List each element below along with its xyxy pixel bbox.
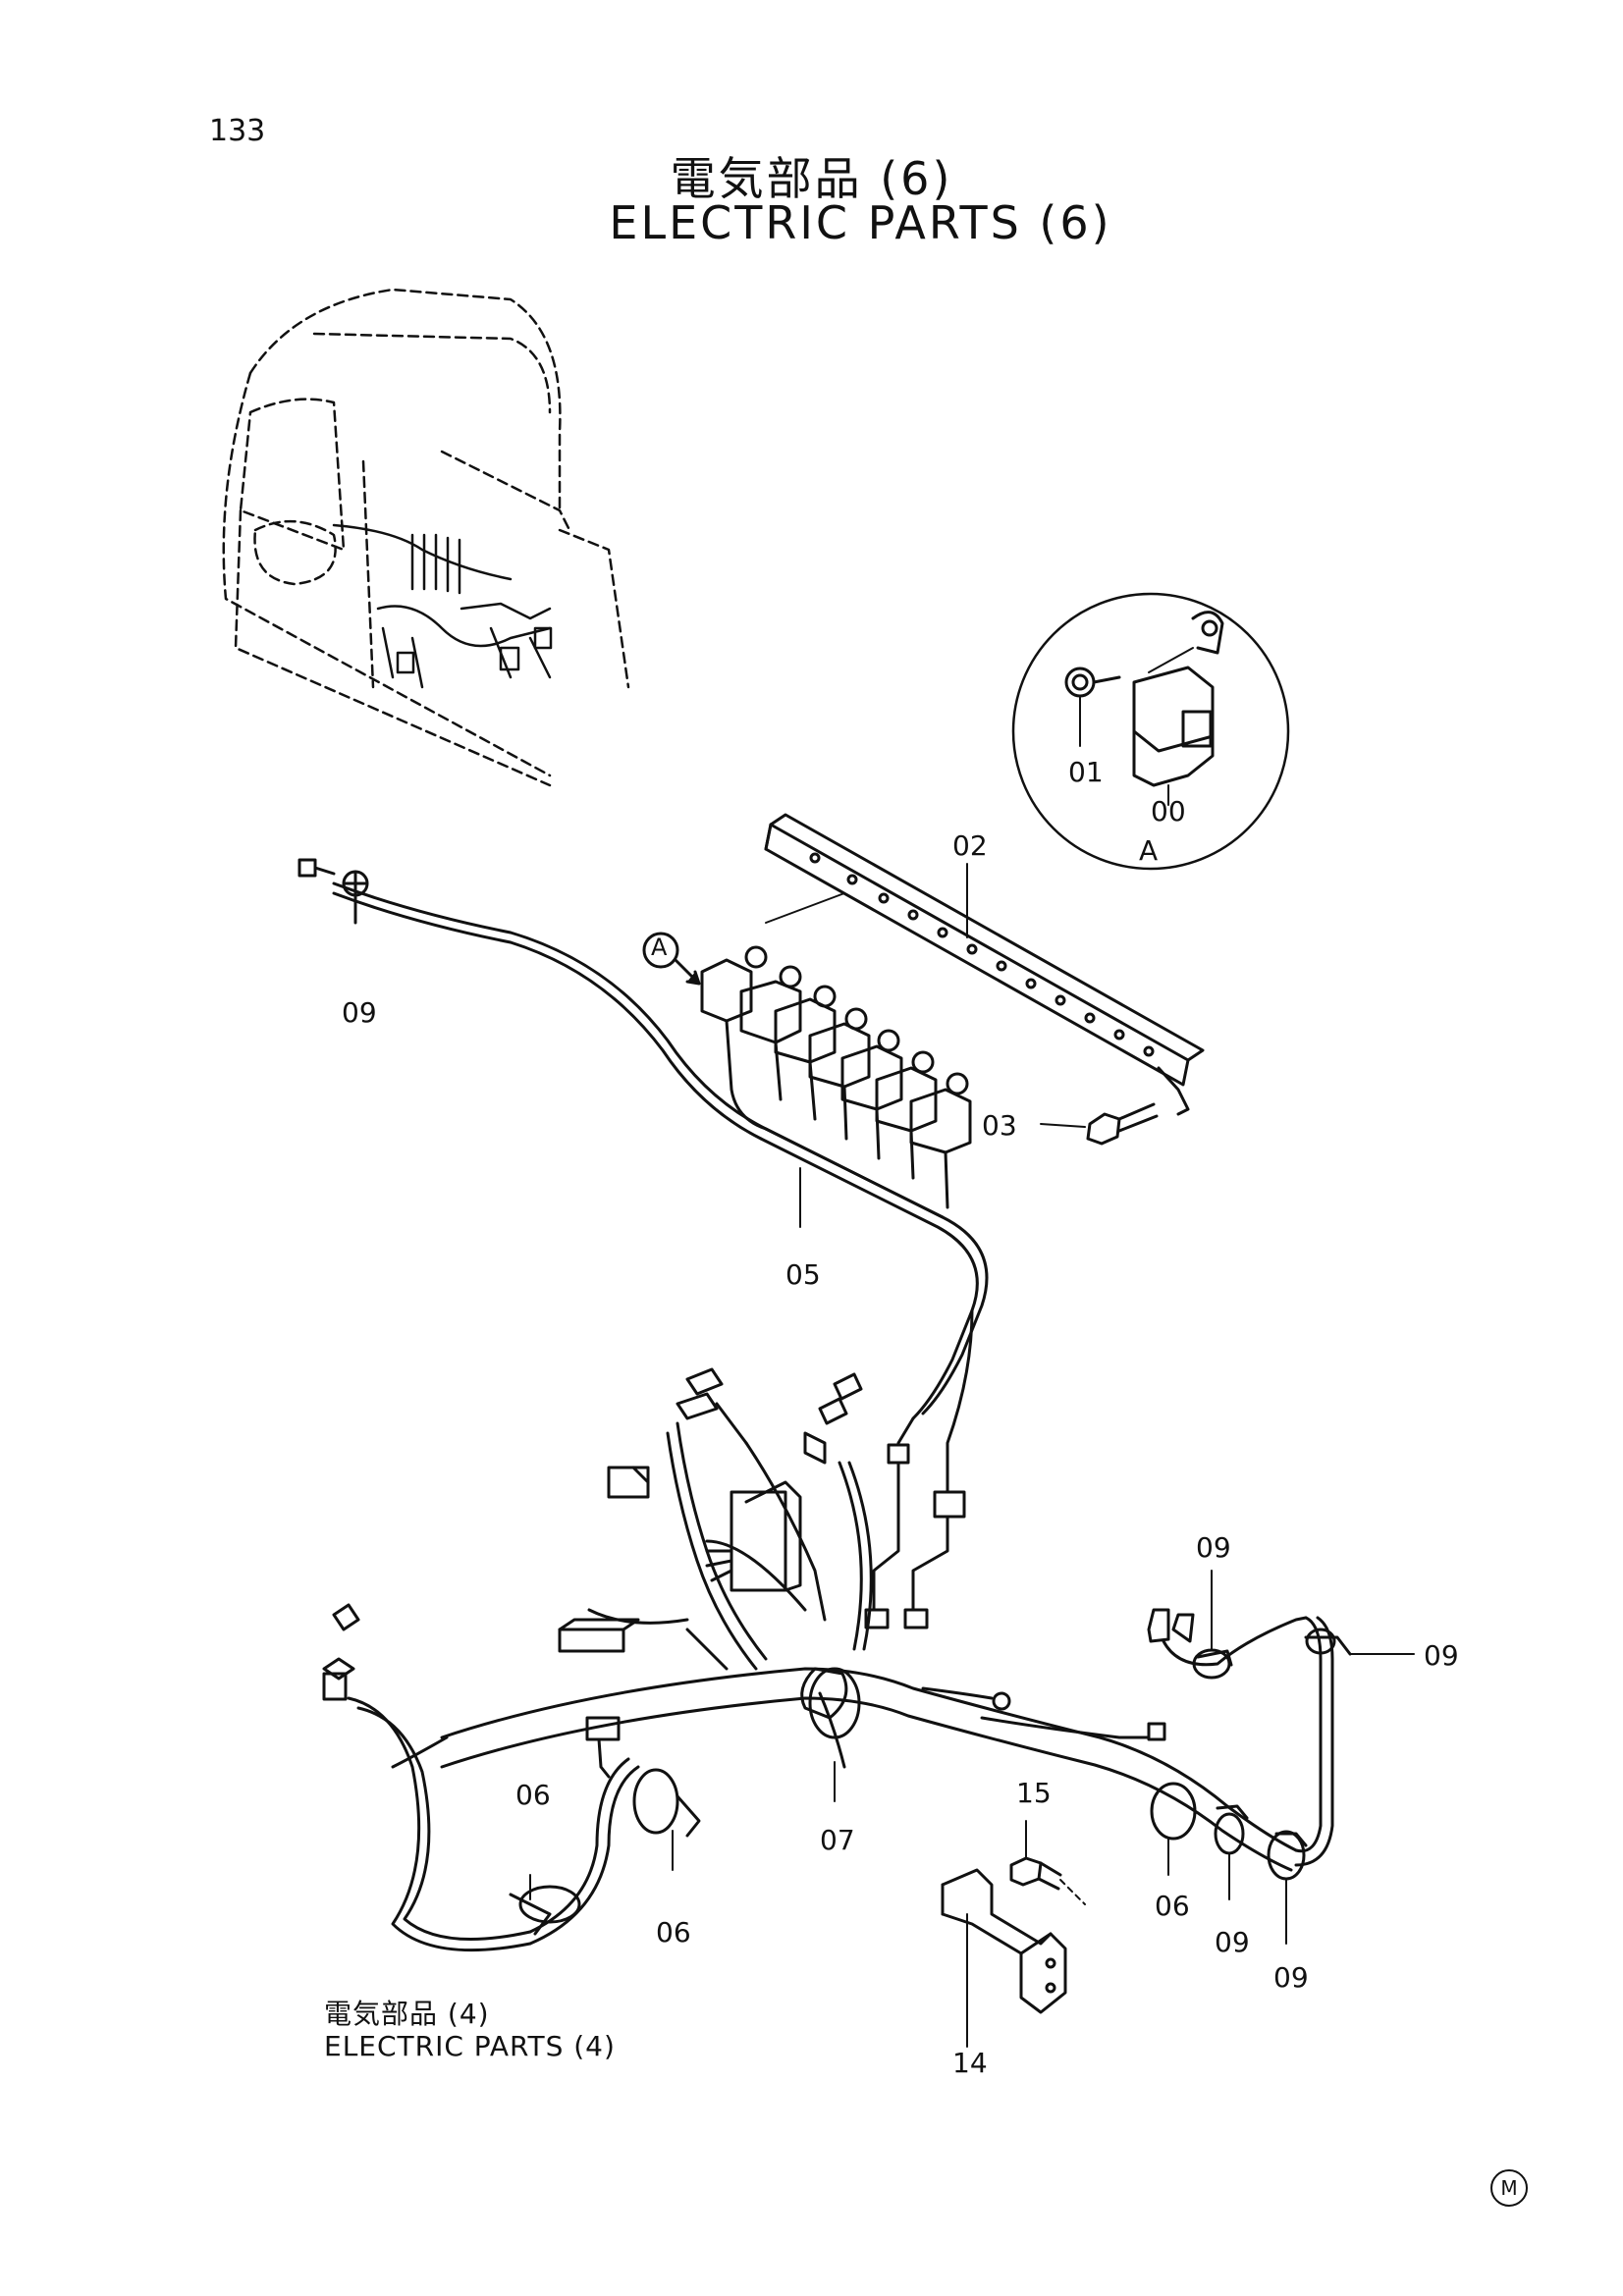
detail-a-label: A bbox=[1139, 834, 1159, 867]
callout-label-00: 00 bbox=[1151, 795, 1186, 828]
callout-label-07: 07 bbox=[820, 1824, 855, 1856]
clamp-06-left bbox=[509, 1874, 581, 1936]
callout-label-03: 03 bbox=[982, 1109, 1017, 1142]
clamp-06-middle bbox=[632, 1768, 701, 1871]
callout-label-15: 15 bbox=[1016, 1777, 1052, 1809]
callout-label-09-bottom-b: 09 bbox=[1273, 1961, 1309, 1994]
clip-09-upper-left bbox=[298, 858, 369, 925]
manufacturer-mark: M bbox=[1490, 2169, 1528, 2207]
clamp-09-right-lower bbox=[1214, 1804, 1308, 1945]
detail-a-badge bbox=[642, 932, 701, 986]
callout-label-06-middle: 06 bbox=[656, 1916, 691, 1949]
callout-label-09-upper-left: 09 bbox=[342, 996, 377, 1029]
callout-label-02: 02 bbox=[952, 829, 988, 862]
clamp-07 bbox=[818, 1691, 846, 1802]
detail-a-badge-label: A bbox=[651, 934, 668, 961]
callout-label-05: 05 bbox=[785, 1258, 821, 1291]
bolt-15 bbox=[1009, 1820, 1086, 1905]
callout-label-06-left: 06 bbox=[515, 1779, 551, 1811]
right-branch bbox=[1147, 1570, 1415, 1867]
callout-label-06-right: 06 bbox=[1155, 1890, 1190, 1922]
left-loop-branch bbox=[322, 1603, 640, 1952]
bracket-rail bbox=[764, 813, 1205, 1116]
cab-overview-illustration bbox=[222, 288, 630, 787]
cab-wiring-detail bbox=[332, 523, 553, 689]
bracket-14 bbox=[941, 1868, 1067, 2048]
callout-label-01: 01 bbox=[1068, 756, 1104, 788]
detail-a-circle bbox=[1011, 592, 1290, 871]
screw-03 bbox=[1040, 1102, 1159, 1146]
connector-cluster bbox=[558, 1367, 863, 1779]
page-number: 133 bbox=[209, 114, 266, 148]
callout-label-09-right-side: 09 bbox=[1424, 1639, 1459, 1672]
page-title-english: ELECTRIC PARTS (6) bbox=[609, 196, 1112, 249]
callout-label-09-bottom-a: 09 bbox=[1215, 1926, 1250, 1958]
callout-label-09-right-upper: 09 bbox=[1196, 1531, 1231, 1564]
leader-lines bbox=[799, 863, 968, 1228]
harness-05 bbox=[332, 881, 989, 1629]
reference-note-english: ELECTRIC PARTS (4) bbox=[324, 2030, 616, 2062]
reference-note-japanese: 電気部品 (4) bbox=[324, 1998, 490, 2030]
callout-label-14: 14 bbox=[952, 2047, 988, 2079]
clamp-06-right bbox=[1150, 1782, 1197, 1876]
page-title-japanese: 電気部品 (6) bbox=[670, 152, 953, 205]
